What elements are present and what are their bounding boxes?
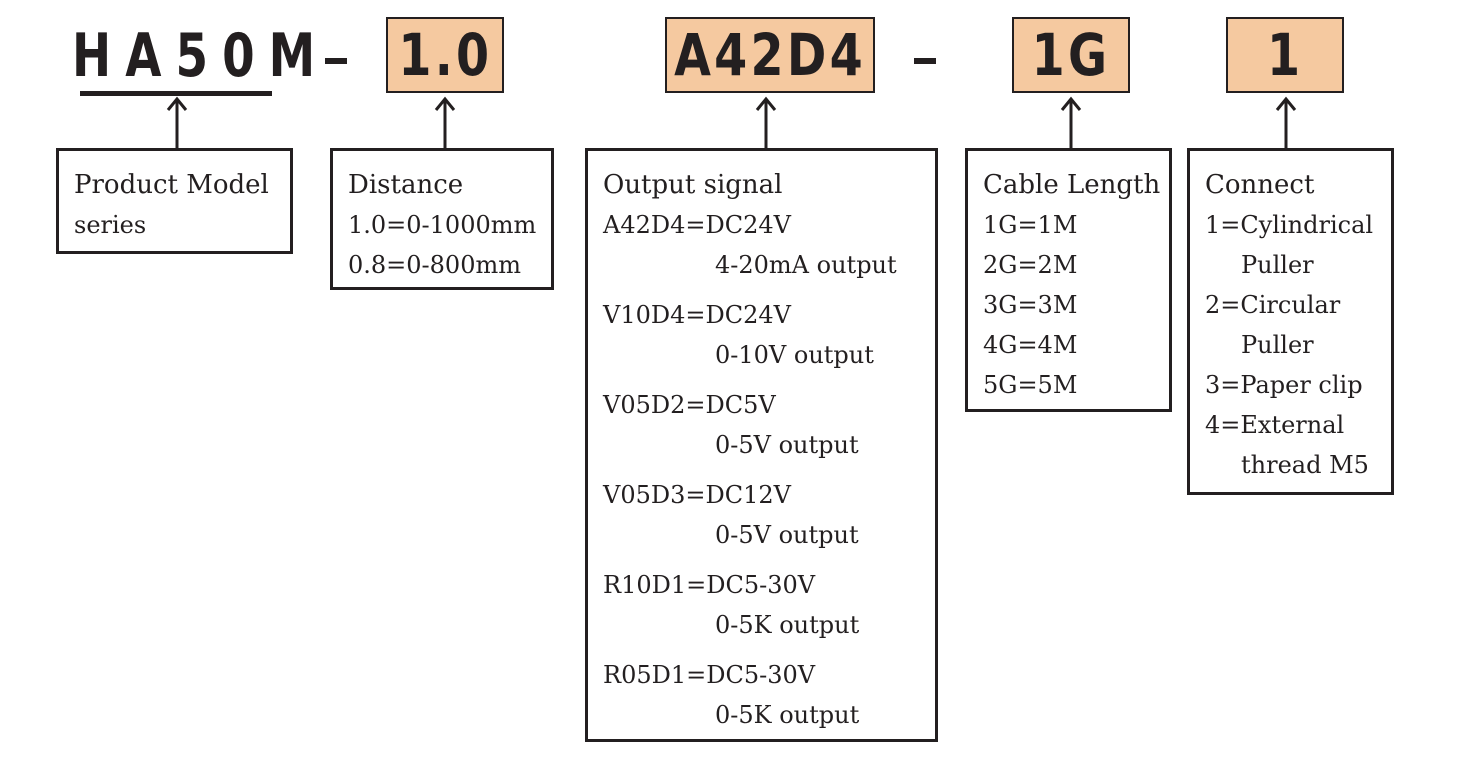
- connect-item-code: 4=External: [1205, 411, 1345, 439]
- connect-box: Connect 1=Cylindrical Puller 2=Circular …: [1187, 148, 1394, 495]
- connect-item-code: 3=Paper clip: [1205, 371, 1363, 399]
- series-box-title: Product Model: [74, 170, 269, 200]
- output-item-desc: 0-5V output: [715, 521, 859, 549]
- output-box-title: Output signal: [603, 170, 783, 200]
- connect-item-cont: Puller: [1241, 251, 1314, 279]
- distance-item: 1.0=0-1000mm: [348, 211, 537, 239]
- connect-code: 1: [1266, 21, 1304, 89]
- output-item-desc: 4-20mA output: [715, 251, 897, 279]
- series-code: HA50M: [72, 21, 330, 91]
- arrow-output: [755, 96, 777, 150]
- output-item-code: V05D3=DC12V: [603, 481, 791, 509]
- connect-item-cont: Puller: [1241, 331, 1314, 359]
- connect-item-code: 1=Cylindrical: [1205, 211, 1374, 239]
- series-box-line: series: [74, 211, 147, 239]
- series-underline: [80, 91, 272, 96]
- distance-item: 0.8=0-800mm: [348, 251, 521, 279]
- arrow-cable: [1060, 96, 1082, 150]
- series-box: Product Model series: [56, 148, 293, 254]
- distance-code: 1.0: [397, 21, 493, 89]
- separator-dash-1: [325, 58, 347, 64]
- cable-code: 1G: [1031, 21, 1111, 89]
- output-item-desc: 0-5K output: [715, 701, 860, 729]
- output-item-code: V05D2=DC5V: [603, 391, 776, 419]
- output-item-code: A42D4=DC24V: [603, 211, 791, 239]
- cable-code-box: 1G: [1012, 17, 1130, 93]
- distance-code-box: 1.0: [386, 17, 504, 93]
- connect-code-box: 1: [1226, 17, 1344, 93]
- output-item-desc: 0-5K output: [715, 611, 860, 639]
- cable-item: 1G=1M: [983, 211, 1078, 239]
- cable-box-title: Cable Length: [983, 170, 1161, 200]
- distance-box-title: Distance: [348, 170, 464, 200]
- connect-item-cont: thread M5: [1241, 451, 1369, 479]
- output-item-code: R05D1=DC5-30V: [603, 661, 816, 689]
- output-item-code: R10D1=DC5-30V: [603, 571, 816, 599]
- arrow-distance: [434, 96, 456, 150]
- connect-item-code: 2=Circular: [1205, 291, 1341, 319]
- separator-dash-2: [914, 58, 936, 64]
- output-code-box: A42D4: [665, 17, 875, 93]
- output-box: Output signal A42D4=DC24V 4-20mA output …: [585, 148, 938, 742]
- connect-box-title: Connect: [1205, 170, 1315, 200]
- cable-item: 5G=5M: [983, 371, 1078, 399]
- distance-box: Distance 1.0=0-1000mm 0.8=0-800mm: [330, 148, 554, 290]
- output-item-desc: 0-10V output: [715, 341, 874, 369]
- cable-item: 4G=4M: [983, 331, 1078, 359]
- cable-box: Cable Length 1G=1M 2G=2M 3G=3M 4G=4M 5G=…: [965, 148, 1172, 412]
- cable-item: 2G=2M: [983, 251, 1078, 279]
- cable-item: 3G=3M: [983, 291, 1078, 319]
- arrow-series: [166, 96, 188, 150]
- arrow-connect: [1275, 96, 1297, 150]
- output-code: A42D4: [674, 21, 866, 89]
- output-item-desc: 0-5V output: [715, 431, 859, 459]
- output-item-code: V10D4=DC24V: [603, 301, 791, 329]
